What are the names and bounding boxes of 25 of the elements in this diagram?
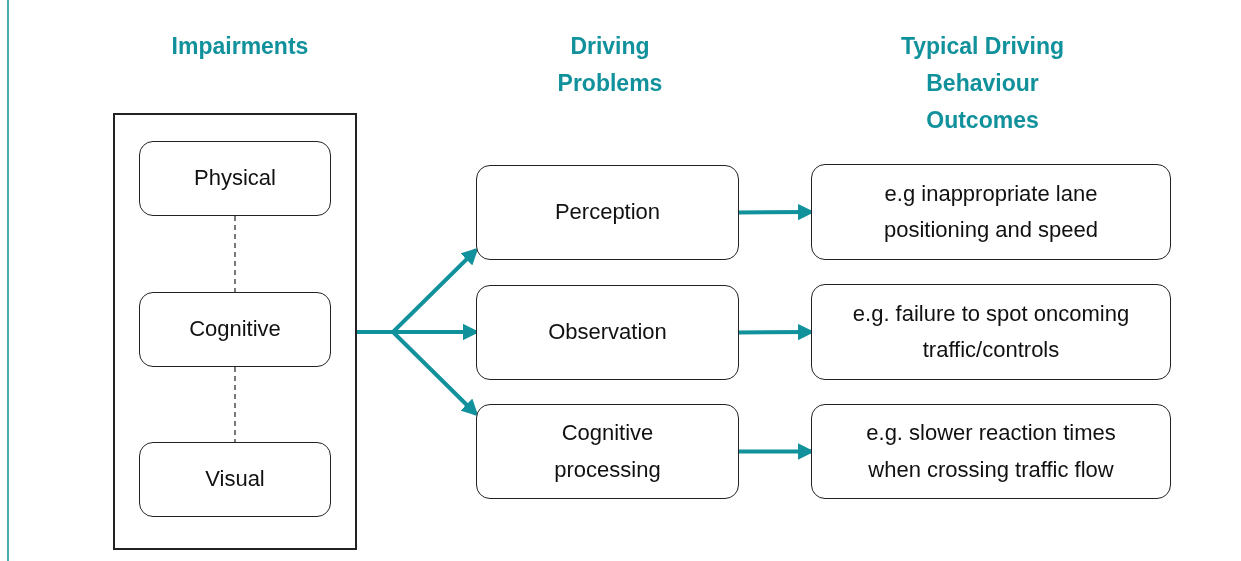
box-label: Observation xyxy=(547,318,668,347)
connector-line xyxy=(234,215,236,293)
box-label: e.g. slower reaction times when crossing traffic flow xyxy=(865,419,1117,484)
text-box xyxy=(811,284,1171,380)
text-box xyxy=(139,292,331,367)
text-box xyxy=(811,404,1171,499)
box-label: e.g. failure to spot oncoming traffic/controls xyxy=(851,299,1131,364)
text-box xyxy=(811,164,1171,260)
text-box xyxy=(139,442,331,517)
text-box xyxy=(139,141,331,216)
connector-line xyxy=(234,366,236,443)
column-heading: Impairments xyxy=(170,32,310,61)
column-heading: Driving Problems xyxy=(556,32,664,98)
text-box xyxy=(476,165,739,260)
box-label: Cognitive processing xyxy=(553,419,662,484)
arrow xyxy=(357,330,479,417)
text-box xyxy=(476,285,739,380)
box-label: Physical xyxy=(193,164,277,193)
box-label: e.g inappropriate lane positioning and speed xyxy=(882,179,1100,244)
box-label: Perception xyxy=(553,198,662,227)
column-heading: Typical Driving Behaviour Outcomes xyxy=(899,32,1066,135)
text-box xyxy=(476,404,739,499)
box-label: Cognitive xyxy=(188,315,282,344)
group-frame xyxy=(113,113,357,550)
box-label: Visual xyxy=(204,465,266,494)
